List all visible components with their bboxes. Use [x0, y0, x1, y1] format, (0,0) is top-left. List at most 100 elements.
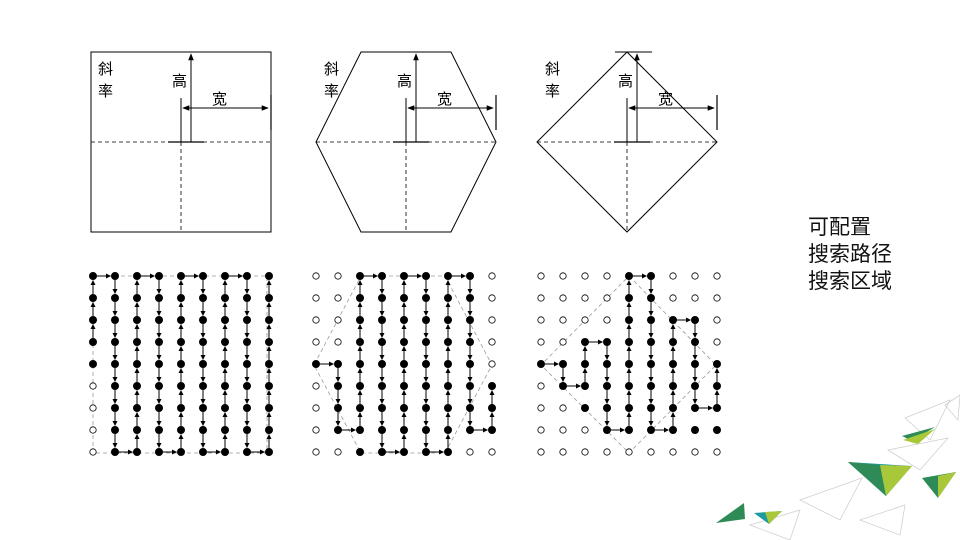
searched-grid-point — [465, 337, 474, 346]
unsearched-grid-point — [559, 316, 567, 324]
searched-grid-point — [443, 403, 452, 412]
width-label: 宽 — [658, 90, 673, 108]
unsearched-grid-point — [488, 316, 496, 324]
searched-grid-point — [154, 337, 163, 346]
searched-grid-point — [443, 425, 452, 434]
unsearched-grid-point — [537, 448, 545, 456]
searched-grid-point — [603, 425, 612, 434]
searched-grid-point — [264, 381, 273, 390]
unsearched-grid-point — [334, 448, 342, 456]
unsearched-grid-point — [334, 338, 342, 346]
searched-grid-point — [176, 381, 185, 390]
searched-grid-point — [333, 425, 342, 434]
searched-grid-point — [581, 403, 590, 412]
unsearched-grid-point — [488, 338, 496, 346]
searched-grid-point — [355, 381, 364, 390]
searched-grid-point — [581, 337, 590, 346]
unsearched-grid-point — [559, 404, 567, 412]
feature-list: 可配置 搜索路径 搜索区域 — [808, 214, 892, 295]
searched-grid-point — [421, 425, 430, 434]
searched-grid-point — [111, 359, 120, 368]
unsearched-grid-point — [466, 448, 474, 456]
searched-grid-point — [264, 315, 273, 324]
searched-grid-point — [154, 293, 163, 302]
searched-grid-point — [465, 293, 474, 302]
searched-grid-point — [220, 293, 229, 302]
searched-grid-point — [647, 381, 656, 390]
searched-grid-point — [242, 315, 251, 324]
searched-grid-point — [625, 381, 634, 390]
searched-grid-point — [89, 315, 98, 324]
unsearched-grid-point — [312, 272, 320, 280]
searched-grid-point — [176, 447, 185, 456]
diamond-search-grid — [537, 271, 722, 456]
searched-grid-point — [333, 403, 342, 412]
searched-grid-point — [399, 315, 408, 324]
yellow-green-triangle — [903, 429, 935, 444]
searched-grid-point — [132, 271, 141, 280]
searched-grid-point — [264, 337, 273, 346]
unsearched-grid-point — [312, 448, 320, 456]
searched-grid-point — [465, 315, 474, 324]
unsearched-grid-point — [488, 294, 496, 302]
searched-grid-point — [132, 403, 141, 412]
searched-grid-point — [89, 337, 98, 346]
rectangle-search-grid — [89, 271, 273, 456]
faint-outline-triangle — [944, 394, 960, 421]
unsearched-grid-point — [89, 382, 97, 390]
unsearched-grid-point — [581, 316, 589, 324]
unsearched-grid-point — [312, 426, 320, 434]
searched-grid-point — [647, 271, 656, 280]
searched-grid-point — [713, 381, 722, 390]
searched-grid-point — [132, 337, 141, 346]
configurable-label: 可配置 — [808, 215, 871, 239]
searched-grid-point — [713, 359, 722, 368]
searched-grid-point — [89, 359, 98, 368]
slope-label: 斜 — [545, 60, 560, 78]
unsearched-grid-point — [559, 448, 567, 456]
searched-grid-point — [691, 337, 700, 346]
searched-grid-point — [399, 381, 408, 390]
searched-grid-point — [198, 359, 207, 368]
searched-grid-point — [242, 425, 251, 434]
width-label: 宽 — [212, 90, 227, 108]
searched-grid-point — [537, 359, 546, 368]
unsearched-grid-point — [603, 272, 611, 280]
grid-points — [311, 271, 496, 456]
searched-grid-point — [691, 315, 700, 324]
unsearched-grid-point — [581, 272, 589, 280]
searched-grid-point — [421, 359, 430, 368]
searched-grid-point — [132, 447, 141, 456]
searched-grid-point — [581, 381, 590, 390]
searched-grid-point — [421, 447, 430, 456]
searched-grid-point — [355, 403, 364, 412]
unsearched-grid-point — [537, 294, 545, 302]
searched-grid-point — [154, 425, 163, 434]
searched-grid-point — [647, 425, 656, 434]
height-label: 高 — [618, 72, 633, 90]
slope-label: 斜 — [98, 60, 113, 78]
unsearched-grid-point — [559, 294, 567, 302]
decorative-triangles — [716, 394, 960, 540]
slope-label: 斜 — [324, 60, 339, 78]
large-yellow-triangle — [880, 465, 912, 496]
searched-grid-point — [111, 425, 120, 434]
searched-grid-point — [691, 381, 700, 390]
searched-grid-point — [669, 381, 678, 390]
unsearched-grid-point — [559, 426, 567, 434]
searched-grid-point — [242, 271, 251, 280]
searched-grid-point — [242, 447, 251, 456]
searched-grid-point — [443, 381, 452, 390]
searched-grid-point — [242, 403, 251, 412]
searched-grid-point — [198, 271, 207, 280]
searched-grid-point — [399, 403, 408, 412]
searched-grid-point — [154, 359, 163, 368]
searched-grid-point — [625, 271, 634, 280]
unsearched-grid-point — [691, 294, 699, 302]
unsearched-grid-point — [669, 294, 677, 302]
unsearched-grid-point — [488, 360, 496, 368]
searched-grid-point — [176, 359, 185, 368]
searched-grid-point — [669, 359, 678, 368]
height-label: 高 — [172, 72, 187, 90]
